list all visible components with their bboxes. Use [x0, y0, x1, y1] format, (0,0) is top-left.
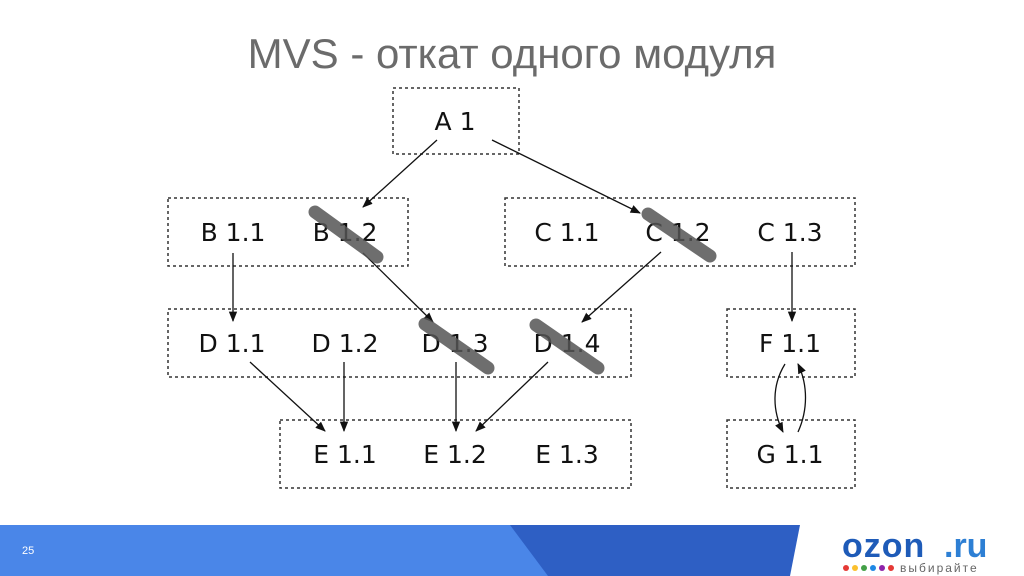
- node-g11: G 1.1: [756, 440, 823, 469]
- node-a1: A 1: [435, 107, 476, 136]
- edge-c12-d14: [581, 251, 662, 323]
- node-e12: E 1.2: [423, 440, 487, 469]
- group-box-g: [726, 419, 856, 489]
- strike-b12: [308, 205, 384, 264]
- edge-d14-e12: [475, 361, 549, 432]
- node-e11: E 1.1: [313, 440, 377, 469]
- node-e13: E 1.3: [535, 440, 599, 469]
- edge-a1-c12: [491, 139, 641, 214]
- node-d12: D 1.2: [312, 329, 379, 358]
- group-box-f: [726, 308, 856, 378]
- node-d11: D 1.1: [199, 329, 266, 358]
- edge-g11-f11: [797, 363, 807, 433]
- logo-panel: [790, 525, 1024, 576]
- node-f11: F 1.1: [759, 329, 821, 358]
- group-box-b: [167, 197, 409, 267]
- logo-dots: [843, 565, 894, 571]
- edge-d11-e11: [249, 361, 326, 432]
- strike-d14: [529, 318, 605, 375]
- edge-b12-d13: [362, 252, 434, 323]
- logo-tld: .ru: [944, 527, 987, 565]
- logo-brand: ozon: [842, 527, 925, 565]
- page-number: 25: [22, 545, 35, 557]
- strike-d13: [418, 317, 495, 375]
- edge-f11-g11: [774, 363, 786, 433]
- footer-band: [0, 525, 1024, 576]
- strike-c12: [641, 207, 717, 263]
- slide-title: MVS - откат одного модуля: [247, 30, 777, 77]
- node-c13: C 1.3: [757, 218, 822, 247]
- logo-tagline: выбирайте: [900, 561, 979, 575]
- node-c11: C 1.1: [534, 218, 599, 247]
- group-box-c: [504, 197, 856, 267]
- group-box-a: [392, 87, 520, 155]
- ozon-logo: ozon .ru выбирайте: [842, 527, 987, 575]
- node-b11: B 1.1: [201, 218, 266, 247]
- edge-a1-b12: [362, 139, 438, 208]
- group-box-d: [167, 308, 632, 378]
